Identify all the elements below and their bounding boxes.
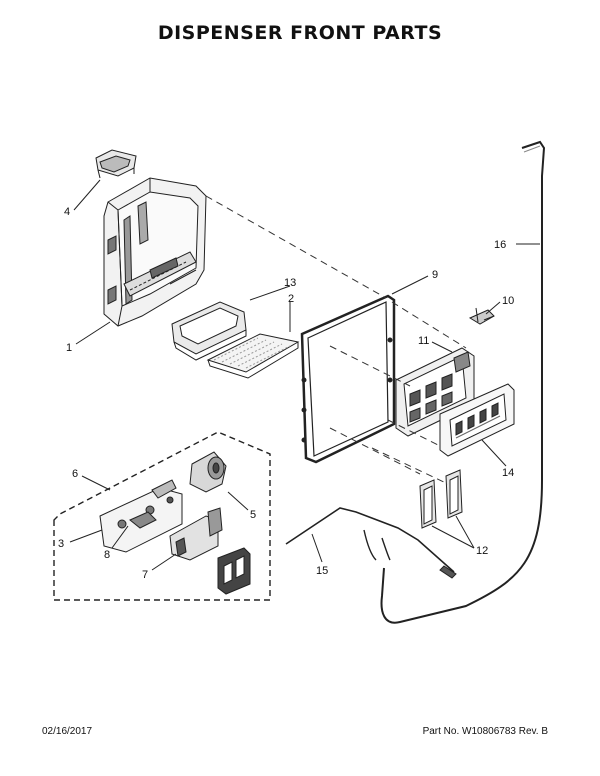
callout-labels: 4 1 13 2 9 10 11 14 12 15 16 6 3 8 7 5 (58, 206, 514, 581)
part-2-grille (206, 333, 300, 379)
part-16-tube (380, 140, 546, 624)
callout-13: 13 (284, 277, 296, 289)
callout-10: 10 (502, 295, 514, 307)
part-5-motor (189, 451, 227, 493)
callout-6: 6 (72, 468, 78, 480)
part-12-lenses (419, 469, 463, 529)
callout-2: 2 (288, 293, 294, 305)
footer-part-number: Part No. W10806783 Rev. B (422, 726, 548, 737)
footer-date: 02/16/2017 (42, 726, 93, 737)
part-15-heater-wire (285, 507, 457, 579)
leader-lines (69, 179, 540, 571)
part-13-drip-tray (171, 301, 247, 361)
callout-12: 12 (476, 545, 488, 557)
page-title: DISPENSER FRONT PARTS (157, 22, 443, 44)
callout-14: 14 (502, 467, 514, 479)
part-4-cap (95, 149, 137, 179)
part-1-housing (103, 177, 207, 327)
callout-1: 1 (66, 342, 72, 354)
explode-lines (205, 195, 467, 485)
part-8-solenoid (129, 479, 177, 529)
callout-9: 9 (432, 269, 438, 281)
callout-3: 3 (58, 538, 64, 550)
callout-8: 8 (104, 549, 110, 561)
callout-16: 16 (494, 239, 506, 251)
callout-4: 4 (64, 206, 70, 218)
callout-15: 15 (316, 565, 328, 577)
part-6-kit-box (53, 431, 271, 601)
part-9-gasket-frame (300, 294, 396, 464)
callout-11: 11 (418, 335, 429, 347)
part-14-display-panel (439, 383, 515, 457)
part-10-clip (468, 307, 495, 325)
callout-5: 5 (250, 509, 256, 521)
part-7-actuator (169, 507, 223, 561)
switch-module (217, 547, 251, 595)
callout-7: 7 (142, 569, 148, 581)
